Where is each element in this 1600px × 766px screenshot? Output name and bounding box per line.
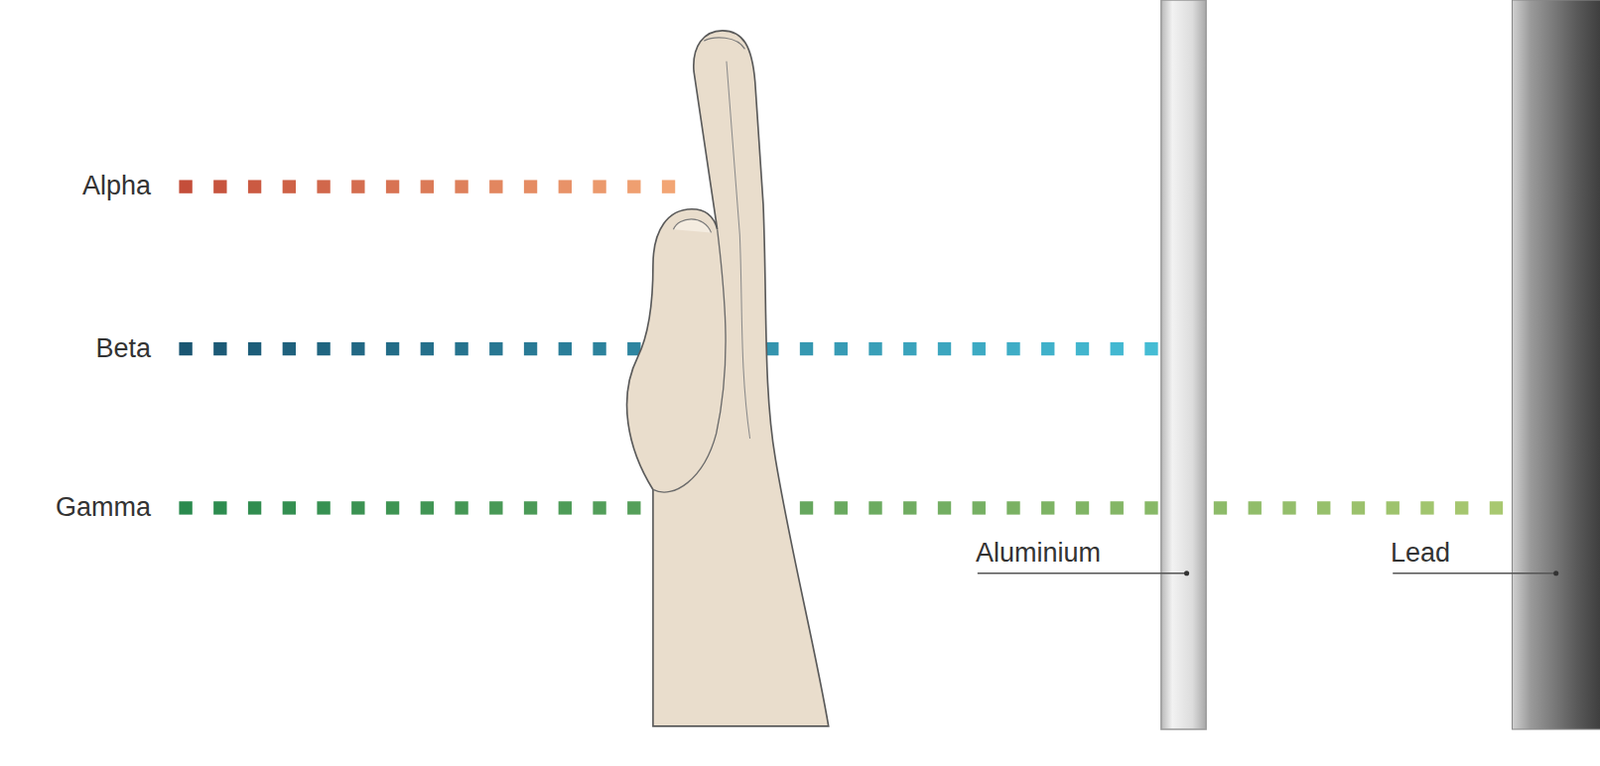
- radiation-dot: [558, 179, 572, 193]
- radiation-dot: [524, 179, 537, 193]
- radiation-dot: [454, 501, 468, 515]
- radiation-dot: [213, 342, 227, 356]
- radiation-dot: [316, 342, 330, 356]
- radiation-dot: [248, 179, 262, 193]
- radiation-dot: [524, 342, 537, 356]
- radiation-dot: [282, 501, 296, 515]
- radiation-dot: [454, 342, 468, 356]
- radiation-dot: [1006, 342, 1020, 356]
- radiation-dot: [351, 501, 365, 515]
- leader-lines: [977, 570, 1559, 576]
- radiation-dot: [248, 501, 262, 515]
- radiation-dot: [213, 501, 227, 515]
- finger-line: [726, 61, 751, 439]
- radiation-dot: [1144, 501, 1158, 515]
- radiation-dot: [1006, 501, 1020, 515]
- radiation-dot: [248, 342, 262, 356]
- radiation-dot: [316, 179, 330, 193]
- radiation-label: Alpha: [19, 170, 151, 201]
- radiation-dot: [351, 179, 365, 193]
- radiation-dot: [489, 179, 503, 193]
- radiation-dot: [1075, 501, 1089, 515]
- radiation-dot: [627, 501, 641, 515]
- radiation-dot: [1248, 501, 1262, 515]
- radiation-label: Beta: [19, 333, 151, 364]
- radiation-dot: [1110, 342, 1124, 356]
- radiation-dot: [1213, 501, 1227, 515]
- radiation-dot: [1489, 501, 1503, 515]
- radiation-dot: [903, 501, 917, 515]
- radiation-dot: [834, 342, 848, 356]
- radiation-dot: [1420, 501, 1434, 515]
- radiation-dot: [1455, 501, 1468, 515]
- leader-dot: [1553, 570, 1559, 576]
- radiation-dot: [558, 501, 572, 515]
- radiation-dot: [386, 179, 400, 193]
- leader-dot: [1184, 570, 1190, 576]
- radiation-dot: [351, 342, 365, 356]
- radiation-dot: [868, 342, 882, 356]
- radiation-dot: [1351, 501, 1365, 515]
- thumb-nail: [672, 219, 711, 233]
- radiation-dot: [420, 342, 434, 356]
- finger-tip: [703, 37, 745, 49]
- radiation-dot: [972, 501, 986, 515]
- radiation-paths: [178, 179, 1503, 515]
- radiation-dot: [1041, 342, 1055, 356]
- radiation-dot: [937, 501, 951, 515]
- radiation-dot: [1282, 501, 1296, 515]
- radiation-dot: [386, 342, 400, 356]
- radiation-dot: [1317, 501, 1331, 515]
- radiation-dot: [1075, 342, 1089, 356]
- radiation-dot: [316, 501, 330, 515]
- radiation-dot: [937, 342, 951, 356]
- radiation-dot: [1110, 501, 1124, 515]
- radiation-dot: [834, 501, 848, 515]
- radiation-dot: [489, 501, 503, 515]
- thumb-line: [653, 229, 726, 493]
- radiation-dot: [178, 179, 192, 193]
- hand: [627, 30, 829, 727]
- radiation-dot: [454, 179, 468, 193]
- hand-outline: [627, 30, 829, 727]
- radiation-dot: [972, 342, 986, 356]
- radiation-dot: [800, 501, 813, 515]
- radiation-dot: [282, 179, 296, 193]
- radiation-dot: [627, 179, 641, 193]
- lead-plate: [1511, 0, 1600, 730]
- radiation-dot: [800, 342, 813, 356]
- aluminium-plate: [1161, 0, 1206, 730]
- radiation-dot: [662, 179, 675, 193]
- radiation-dot: [420, 501, 434, 515]
- radiation-dot: [903, 342, 917, 356]
- material-label: Lead: [1390, 537, 1540, 568]
- radiation-label: Gamma: [9, 492, 151, 523]
- material-label: Aluminium: [975, 537, 1175, 568]
- radiation-dot: [178, 501, 192, 515]
- leader-line: [977, 572, 1188, 574]
- radiation-dot: [282, 342, 296, 356]
- leader-line: [1392, 572, 1556, 574]
- radiation-dot: [868, 501, 882, 515]
- radiation-dot: [420, 179, 434, 193]
- radiation-dot: [178, 342, 192, 356]
- radiation-dot: [1041, 501, 1055, 515]
- radiation-dot: [1144, 342, 1158, 356]
- radiation-dot: [524, 501, 537, 515]
- radiation-dot: [386, 501, 400, 515]
- radiation-dot: [489, 342, 503, 356]
- radiation-dot: [213, 179, 227, 193]
- radiation-dot: [558, 342, 572, 356]
- radiation-dot: [1386, 501, 1400, 515]
- radiation-dot: [592, 179, 606, 193]
- radiation-dot: [592, 342, 606, 356]
- radiation-dot: [592, 501, 606, 515]
